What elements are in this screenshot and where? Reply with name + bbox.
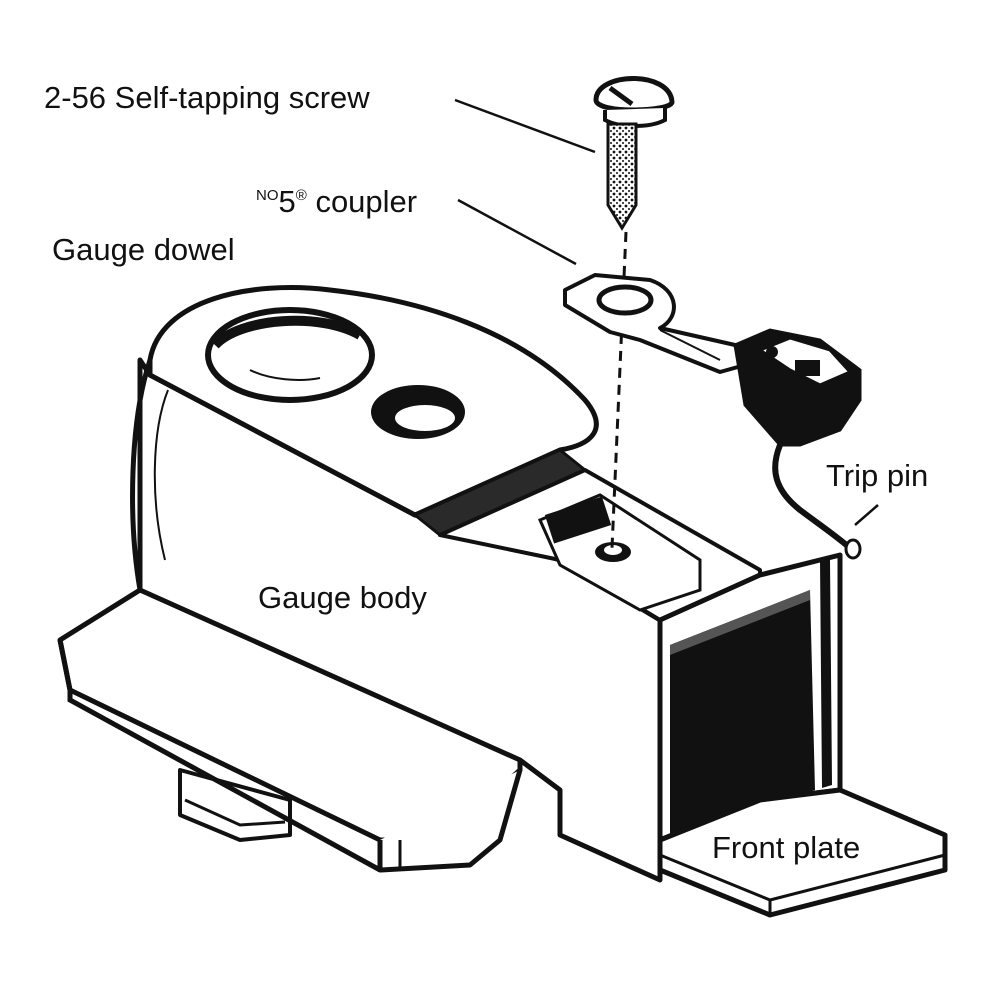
gauge-dowel-label: Gauge dowel (52, 232, 235, 267)
self-tapping-screw (593, 76, 675, 231)
trip-pin-wire (772, 442, 853, 551)
coupler-tab (563, 273, 747, 374)
coupler-label: NO5® coupler (256, 178, 417, 220)
coupler-leader (457, 198, 577, 266)
trip-pin-label: Trip pin (826, 458, 929, 493)
coupler-number: 5 (278, 184, 296, 219)
gauge-body-label: Gauge body (258, 580, 427, 615)
coupler-number-prefix: NO (256, 187, 279, 204)
front-plate-label: Front plate (712, 830, 861, 865)
coupler-trademark: ® (295, 187, 307, 204)
coupler-word: coupler (315, 184, 418, 219)
screw-leader (454, 98, 596, 154)
trip-pin-leader (854, 504, 879, 526)
gauge-dowel-hole (205, 307, 375, 403)
screw-label: 2-56 Self-tapping screw (44, 80, 370, 115)
